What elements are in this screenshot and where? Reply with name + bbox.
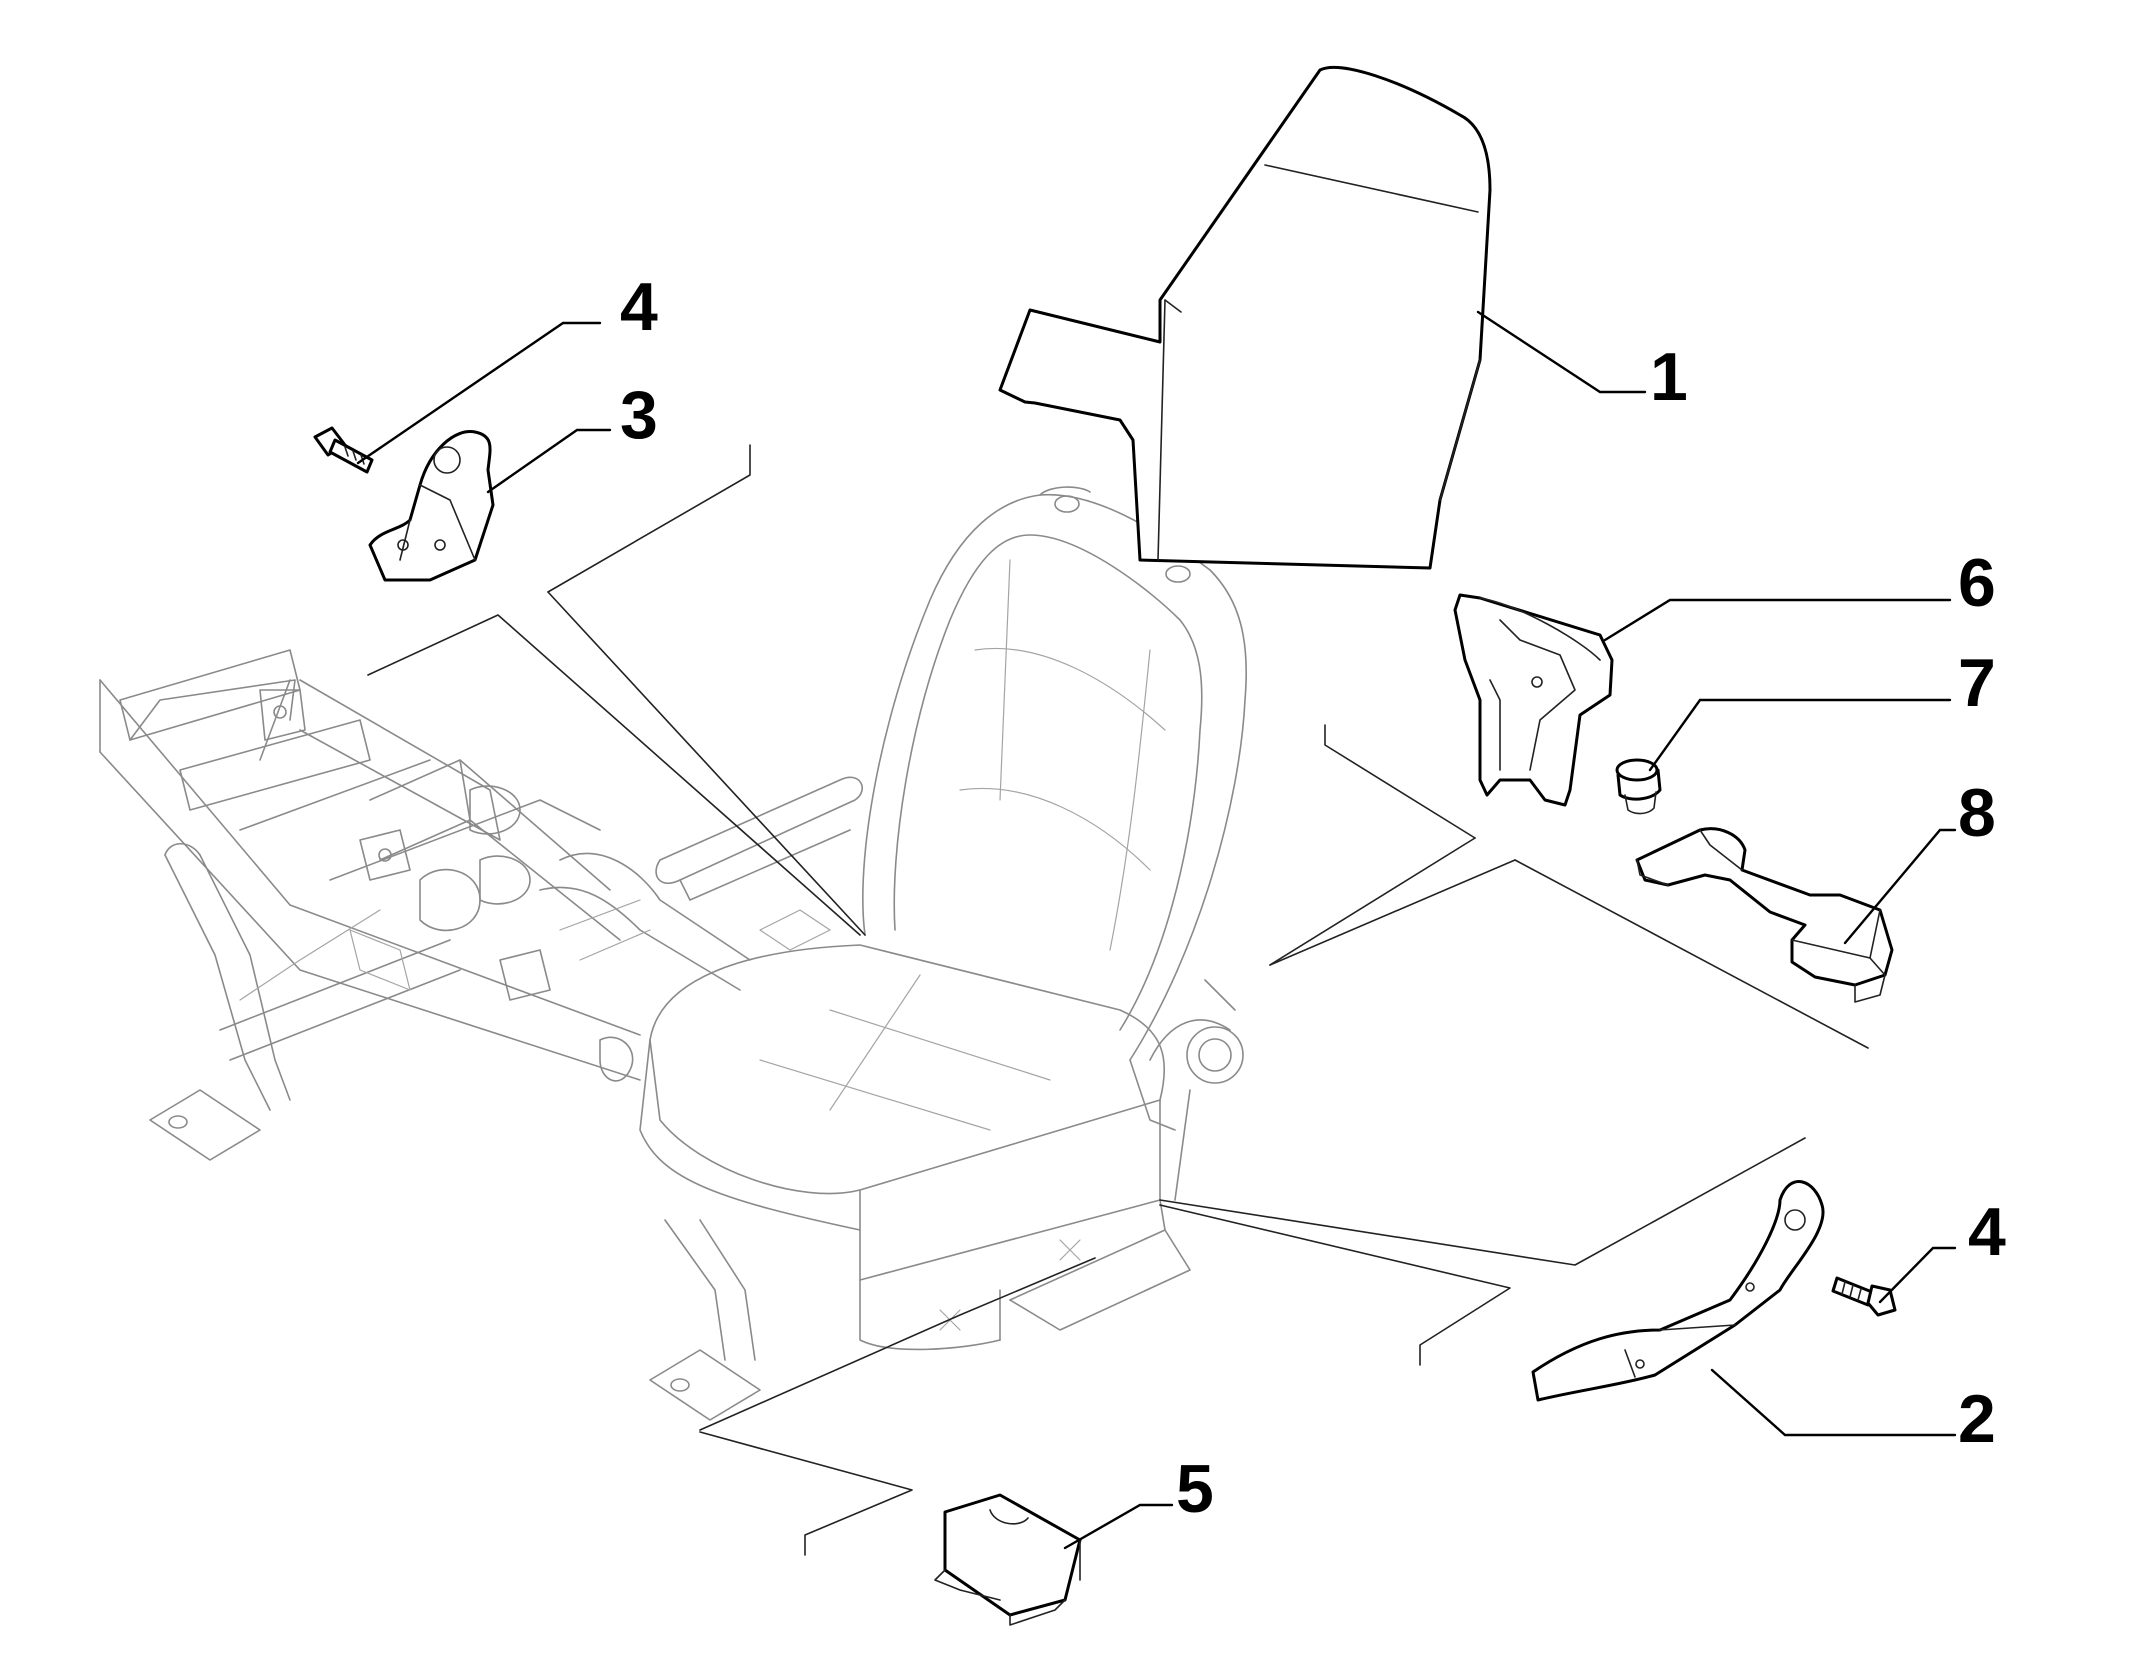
leader-lines xyxy=(356,310,1957,1550)
callout-7: 7 xyxy=(1958,645,1996,721)
part-3-hinge-bracket xyxy=(368,430,495,582)
callout-4-upper: 4 xyxy=(620,269,658,345)
leader-4a xyxy=(356,321,602,465)
callout-4-lower: 4 xyxy=(1968,1194,2006,1270)
explode-guides xyxy=(367,444,1869,1556)
part-4-bolt-upper xyxy=(313,426,374,474)
part-6-side-shield xyxy=(1453,593,1614,807)
leader-8 xyxy=(1843,828,1957,945)
callout-6: 6 xyxy=(1958,545,1996,621)
leader-1 xyxy=(1476,310,1647,394)
leader-5 xyxy=(1063,1503,1174,1550)
part-2-side-trim xyxy=(1531,1180,1825,1402)
seat-frame-ghost xyxy=(99,649,863,1421)
part-1-backrest-panel xyxy=(998,65,1492,570)
leader-4b xyxy=(1878,1246,1957,1304)
callout-8: 8 xyxy=(1958,775,1996,851)
seat-assembly-ghost xyxy=(639,486,1248,1351)
part-7-plug xyxy=(1615,758,1662,815)
part-5-bracket-cover xyxy=(934,1493,1082,1626)
leader-2 xyxy=(1710,1368,1957,1437)
callout-1: 1 xyxy=(1650,339,1688,415)
callout-labels: 1 2 3 4 4 5 6 7 8 xyxy=(620,269,2006,1527)
part-8-armrest-handle xyxy=(1635,827,1894,1003)
leader-3 xyxy=(486,428,612,494)
leader-7 xyxy=(1648,698,1952,772)
leader-6 xyxy=(1603,598,1952,642)
callout-5: 5 xyxy=(1176,1451,1214,1527)
callout-2: 2 xyxy=(1958,1381,1996,1457)
callout-3: 3 xyxy=(620,377,658,453)
